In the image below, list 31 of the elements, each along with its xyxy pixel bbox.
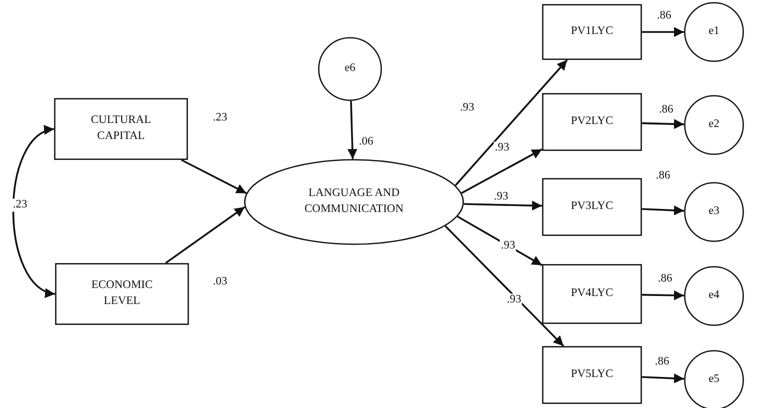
node-label: PV4LYC (570, 286, 614, 302)
arrow (181, 159, 247, 194)
node-label: e1 (708, 24, 720, 40)
double-headed-arrow (12, 127, 56, 296)
node-label: e2 (708, 117, 720, 132)
node-label: PV3LYC (570, 199, 614, 214)
arrow (165, 206, 246, 264)
arrow (454, 59, 568, 186)
node-label: PV1LYC (570, 24, 614, 40)
arrow (642, 27, 684, 37)
arrow (642, 205, 684, 216)
node-label: e5 (708, 372, 720, 388)
arrow (347, 100, 358, 160)
arrow (464, 200, 542, 211)
node-label: CULTURAL CAPITAL (90, 113, 152, 144)
arrow (444, 225, 564, 347)
arrow (457, 216, 542, 266)
node-label: ECONOMIC LEVEL (90, 278, 154, 309)
edge-label: .23 (12, 198, 28, 212)
node-label: PV2LYC (570, 114, 614, 130)
arrow (642, 290, 684, 300)
node-label: PV5LYC (570, 367, 614, 382)
edge-label: .93 (506, 294, 522, 306)
arrow (642, 119, 684, 130)
arrow (461, 148, 542, 194)
edge-label: .93 (500, 240, 516, 252)
node-label: e3 (708, 204, 720, 220)
node-label: e4 (708, 288, 720, 304)
node-label: e6 (344, 61, 356, 76)
node-label: LANGUAGE AND COMMUNICATION (303, 186, 405, 217)
arrow (642, 373, 684, 384)
